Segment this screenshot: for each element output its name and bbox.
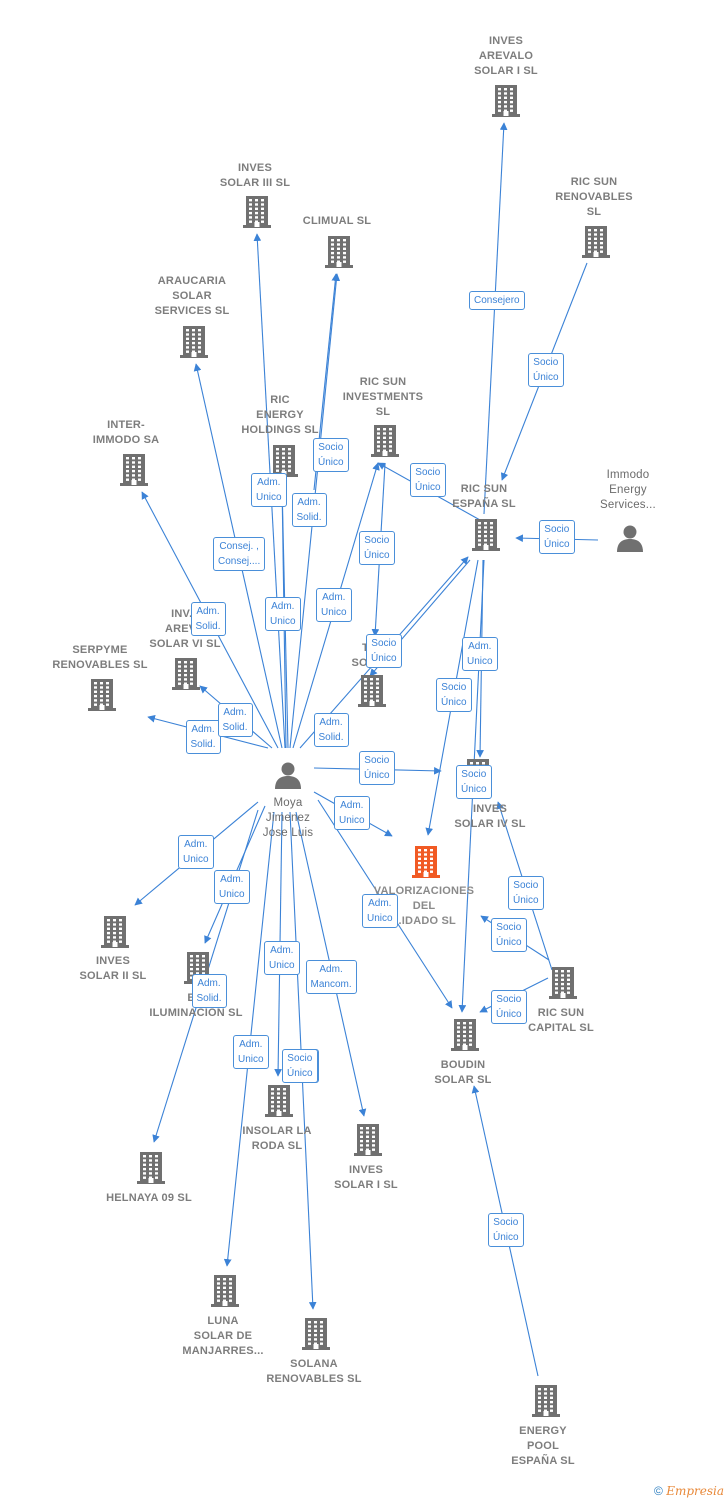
node-label-araucaria[interactable]: ARAUCARIA SOLAR SERVICES SL <box>154 275 230 317</box>
building-icon-helnaya[interactable] <box>134 1151 168 1190</box>
edge-label-moya-to-iluminacion: Adm. Solid. <box>191 974 227 1008</box>
edge-label-ric_sun_espana-to-inves_arevalo_i: Socio Único <box>528 353 564 387</box>
edge-label-moya-to-inves_solar_iv: Adm. Unico <box>178 835 214 869</box>
edge-label-moya-to-inves_solar_iii: Consej. , Consej.... <box>213 537 266 571</box>
edge-label-ric_sun_espana-to-inves_solar_iv: Socio Único <box>436 678 472 712</box>
node-label-insolar[interactable]: INSOLAR LA RODA SL <box>242 1125 312 1152</box>
node-label-luna[interactable]: LUNA SOLAR DE MANJARRES... <box>182 1315 264 1357</box>
edge-label-ric_sun_capital-to-inves_solar_iv: Socio Único <box>508 876 544 910</box>
building-icon-boudin[interactable] <box>448 1018 482 1057</box>
edge-label-ric_sun_espana-to-boudin: Socio Único <box>491 990 527 1024</box>
node-label-climual[interactable]: CLIMUAL SL <box>302 215 372 227</box>
edge-label-ric_sun_renovables-to-ric_sun_espana: Socio Único <box>313 438 349 472</box>
edge-label-moya-to-valorizaciones: Adm. Unico <box>334 796 370 830</box>
edge-label-moya-to-boudin: Adm. Unico <box>362 894 398 928</box>
edge-label-moya-to-helnaya: Adm. Unico <box>264 941 300 975</box>
edge-label-ric_sun_investments-to-ti_solar: Socio Único <box>410 463 446 497</box>
edge-label-moya-to-inves_solar_ii: Adm. Unico <box>214 870 250 904</box>
edge-label-ric_sun_capital-to-boudin: Socio Único <box>488 1213 524 1247</box>
building-icon-insolar[interactable] <box>262 1084 296 1123</box>
node-label-ric_energy_holdings[interactable]: RIC ENERGY HOLDINGS SL <box>241 394 319 436</box>
node-label-ric_sun_investments[interactable]: RIC SUN INVESTMENTS SL <box>342 376 424 418</box>
node-label-serpyme[interactable]: SERPYME RENOVABLES SL <box>52 644 148 671</box>
building-icon-araucaria[interactable] <box>177 325 211 364</box>
building-icon-serpyme[interactable] <box>85 678 119 717</box>
edge-label-moya-to-inves_arevalo_vi: Adm. Solid. <box>217 703 253 737</box>
edge-label-moya-to-ric_energy_holdings: Adm. Unico <box>265 597 301 631</box>
brand-logo: Empresia <box>666 1484 724 1498</box>
edge-label-energy_pool-to-boudin: Socio Único <box>282 1049 318 1083</box>
building-icon-ti_solar[interactable] <box>355 674 389 713</box>
node-label-inves_solar_i[interactable]: INVES SOLAR I SL <box>334 1164 398 1191</box>
node-label-ric_sun_espana[interactable]: RIC SUN ESPAÑA SL <box>452 483 516 510</box>
building-icon-luna[interactable] <box>208 1274 242 1313</box>
edge-label-immodo-to-ric_sun_espana: Socio Único <box>366 634 402 668</box>
edge-ric_sun_espana-to-inves_arevalo_i <box>483 122 508 515</box>
edge-label-moya-to-ric_energy_holdings: Adm. Unico <box>251 473 287 507</box>
node-label-energy_pool[interactable]: ENERGY POOL ESPAÑA SL <box>511 1425 575 1467</box>
edge-label-ric_sun_espana-to-valorizaciones: Socio Único <box>456 765 492 799</box>
building-icon-ric_sun_capital[interactable] <box>546 966 580 1005</box>
edge-label-moya-to-serpyme: Adm. Solid. <box>313 713 349 747</box>
node-label-inter_immodo[interactable]: INTER- IMMODO SA <box>92 419 160 446</box>
node-label-solana[interactable]: SOLANA RENOVABLES SL <box>266 1358 362 1385</box>
edge-label-moya-to-climual: Adm. Solid. <box>291 493 327 527</box>
edge-label-ric_sun_capital-to-valorizaciones: Socio Único <box>491 918 527 952</box>
edge-label-moya-to-ric_sun_espana: Socio Único <box>359 751 395 785</box>
node-label-inves_solar_iv[interactable]: INVES SOLAR IV SL <box>454 803 526 830</box>
node-label-ric_sun_renovables[interactable]: RIC SUN RENOVABLES SL <box>555 176 633 218</box>
building-icon-ric_sun_investments[interactable] <box>368 424 402 463</box>
person-icon-moya[interactable] <box>273 760 303 795</box>
building-icon-inves_solar_i[interactable] <box>351 1123 385 1162</box>
edge-label-moya-to-inter_immodo: Adm. Solid. <box>185 720 221 754</box>
node-label-inves_solar_iii[interactable]: INVES SOLAR III SL <box>219 162 291 189</box>
node-label-inves_arevalo_i[interactable]: INVES AREVALO SOLAR I SL <box>474 35 538 77</box>
building-icon-inves_solar_iii[interactable] <box>240 195 274 234</box>
building-icon-inves_arevalo_i[interactable] <box>489 84 523 123</box>
edge-label-moya-to-ric_sun_investments: Adm. Unico <box>316 588 352 622</box>
building-icon-inves_solar_ii[interactable] <box>98 915 132 954</box>
building-icon-ric_sun_renovables[interactable] <box>579 225 613 264</box>
building-icon-climual[interactable] <box>322 235 356 274</box>
building-icon-inves_arevalo_vi[interactable] <box>169 657 203 696</box>
edge-label-ric_sun_espana-to-ric_sun_investments: Socio Único <box>539 520 575 554</box>
building-icon-valorizaciones[interactable] <box>409 845 443 884</box>
building-icon-ric_sun_espana[interactable] <box>469 518 503 557</box>
node-label-moya[interactable]: Moya Jimenez Jose Luis <box>262 797 314 839</box>
copyright-symbol: © <box>654 1484 663 1498</box>
building-icon-energy_pool[interactable] <box>529 1384 563 1423</box>
edge-label-ric_energy_holdings-to-climual: Socio Único <box>359 531 395 565</box>
footer-credit: © Empresia <box>654 1484 724 1498</box>
node-label-helnaya[interactable]: HELNAYA 09 SL <box>106 1192 192 1204</box>
edge-label-ric_sun_espana-to-ti_solar: Adm. Unico <box>462 637 498 671</box>
edge-label-moya-to-araucaria: Adm. Solid. <box>190 602 226 636</box>
edge-label-moya-to-insolar: Adm. Mancom. <box>305 960 357 994</box>
building-icon-solana[interactable] <box>299 1317 333 1356</box>
node-label-valorizaciones[interactable]: VALORIZACIONES DEL ...IDADO SL <box>373 885 475 927</box>
edge-label-moya-to-solana: Consejero <box>469 290 525 310</box>
building-icon-inter_immodo[interactable] <box>117 453 151 492</box>
node-label-inves_solar_ii[interactable]: INVES SOLAR II SL <box>79 955 147 982</box>
node-label-boudin[interactable]: BOUDIN SOLAR SL <box>434 1059 492 1086</box>
node-label-immodo[interactable]: Immodo Energy Services... <box>600 469 656 511</box>
edge-label-moya-to-inves_solar_i: Adm. Unico <box>233 1035 269 1069</box>
person-icon-immodo[interactable] <box>615 523 645 558</box>
node-label-ric_sun_capital[interactable]: RIC SUN CAPITAL SL <box>528 1007 594 1034</box>
